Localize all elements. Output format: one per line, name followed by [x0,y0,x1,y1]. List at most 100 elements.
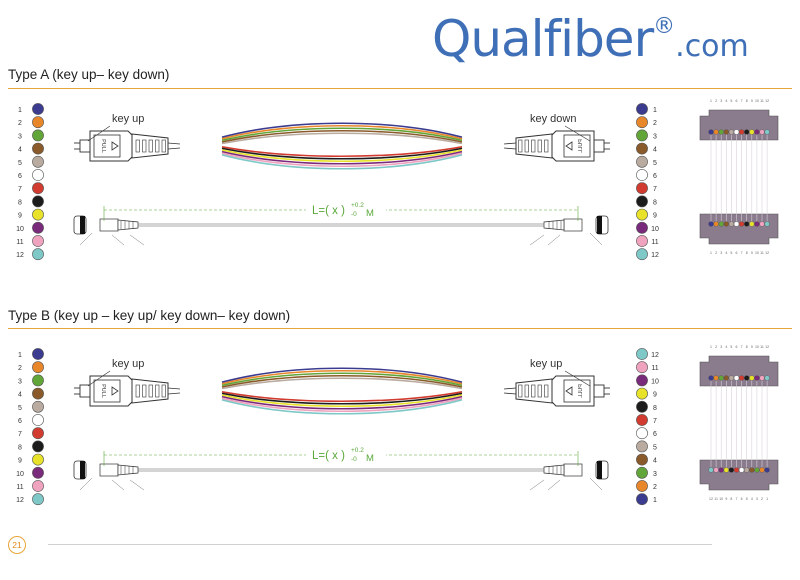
fiber-position-dot [733,375,740,381]
type-a-right-fiber-number: 2 [653,120,657,127]
fiber-strand [221,392,463,405]
type-b-right-fiber-number: 1 [653,497,657,504]
type-a-right-fiber-dot [636,155,648,168]
fiber-position-number: 2 [761,497,763,501]
type-b-left-fiber-dot [32,453,44,466]
length-unit: M [366,453,374,464]
fiber-strand [221,379,463,391]
fiber-position-number: 1 [710,99,712,103]
boot-rib [524,384,529,398]
fiber-position-dot [754,375,760,381]
cable-jacket [167,142,181,145]
leader-line [589,232,603,246]
fiber-position-number: 7 [741,345,743,349]
fiber-position-number: 9 [751,99,753,103]
type-a-right-fiber-number: 4 [653,147,657,154]
type-a-left-fiber-number: 11 [16,239,23,246]
fiber-position-dot [759,129,765,135]
fiber-position-dot [759,221,765,227]
fiber-position-number: 8 [746,99,748,103]
type-a-right-fiber-number: 8 [653,199,657,206]
type-b-right-fiber-number: 9 [653,392,657,399]
pull-tab [93,134,121,158]
small-connector [543,463,583,477]
fiber-position-dot [728,467,734,473]
fiber-position-number: 11 [760,345,764,349]
fiber-strand [221,391,463,403]
arrow-icon [111,141,119,151]
fiber-position-number: 12 [765,345,769,349]
fiber-position-number: 7 [741,99,743,103]
fiber-position-number: 11 [760,99,764,103]
fiber-position-dot [728,375,734,381]
length-label-bg [306,201,386,217]
fiber-position-number: 9 [751,251,753,255]
type-a-left-fiber-number: 12 [16,252,24,259]
type-a-left-fiber-number: 1 [18,107,22,114]
type-b-left-fiber-number: 5 [18,405,22,412]
boot-rib [142,384,147,398]
fiber-position-dot [728,221,734,227]
small-housing [563,463,583,477]
type-a-rule [8,88,792,89]
fiber-position-number: 3 [720,99,722,103]
fiber-position-dot [764,221,770,227]
fiber-position-dot [718,467,724,473]
fiber-position-dot [723,129,729,135]
fiber-position-number: 1 [710,345,712,349]
small-connector [99,463,139,477]
type-a-right-fiber-dot [636,116,648,129]
fiber-position-dot [744,221,750,227]
type-a-left-fiber-number: 7 [18,186,22,193]
fiber-strand [221,369,463,385]
length-tolerance-upper: +0.2 [351,447,364,454]
fiber-strand [221,124,463,140]
boot-rib [155,139,160,153]
fiber-position-number: 12 [709,497,713,501]
fiber-position-dot [723,375,729,381]
pull-label: PULL [578,384,584,398]
cable-jacket [503,392,517,395]
length-label: L=( x ) [312,450,345,462]
type-b-left-key-callout [87,370,111,387]
type-b-right-fiber-number: 2 [653,484,657,491]
boot-rib [524,139,529,153]
ferrule-bottom [699,459,779,491]
fiber-position-dot [713,375,719,381]
type-b-right-fiber-number: 8 [653,405,657,412]
type-a-left-fiber-dot [32,235,44,247]
type-a-right-fiber-number: 1 [653,107,657,114]
type-b-left-fiber-dot [32,400,44,413]
fiber-position-number: 2 [715,251,717,255]
type-b-right-fiber-dot [636,493,648,506]
fiber-position-dot [764,467,770,473]
fiber-position-dot [754,467,760,473]
fiber-strand [221,147,463,160]
fiber-strand [221,127,463,142]
type-a-left-fiber-dot [32,169,44,181]
fiber-position-number: 7 [741,251,743,255]
type-b-right-fiber-dot [636,361,648,374]
fiber-position-dot [739,467,745,473]
type-b-left-fiber-number: 12 [16,497,24,504]
boot-rib [518,384,523,398]
pull-label: PULL [100,139,106,153]
type-b-left-mpo-connector: PULL [74,375,181,407]
type-b-left-fiber-dot [32,440,44,453]
ferrule [79,384,91,398]
small-connector [543,218,583,232]
fiber-position-number: 9 [725,497,727,501]
type-b-rule [8,328,792,329]
fiber-position-dot [749,375,755,381]
fiber-position-number: 9 [751,345,753,349]
type-a-left-fiber-dot [32,208,44,221]
boot-rib [544,139,549,153]
fiber-position-number: 11 [760,251,764,255]
fiber-position-number: 5 [730,251,732,255]
type-a-right-key-callout [564,125,591,142]
fiber-position-number: 2 [715,99,717,103]
